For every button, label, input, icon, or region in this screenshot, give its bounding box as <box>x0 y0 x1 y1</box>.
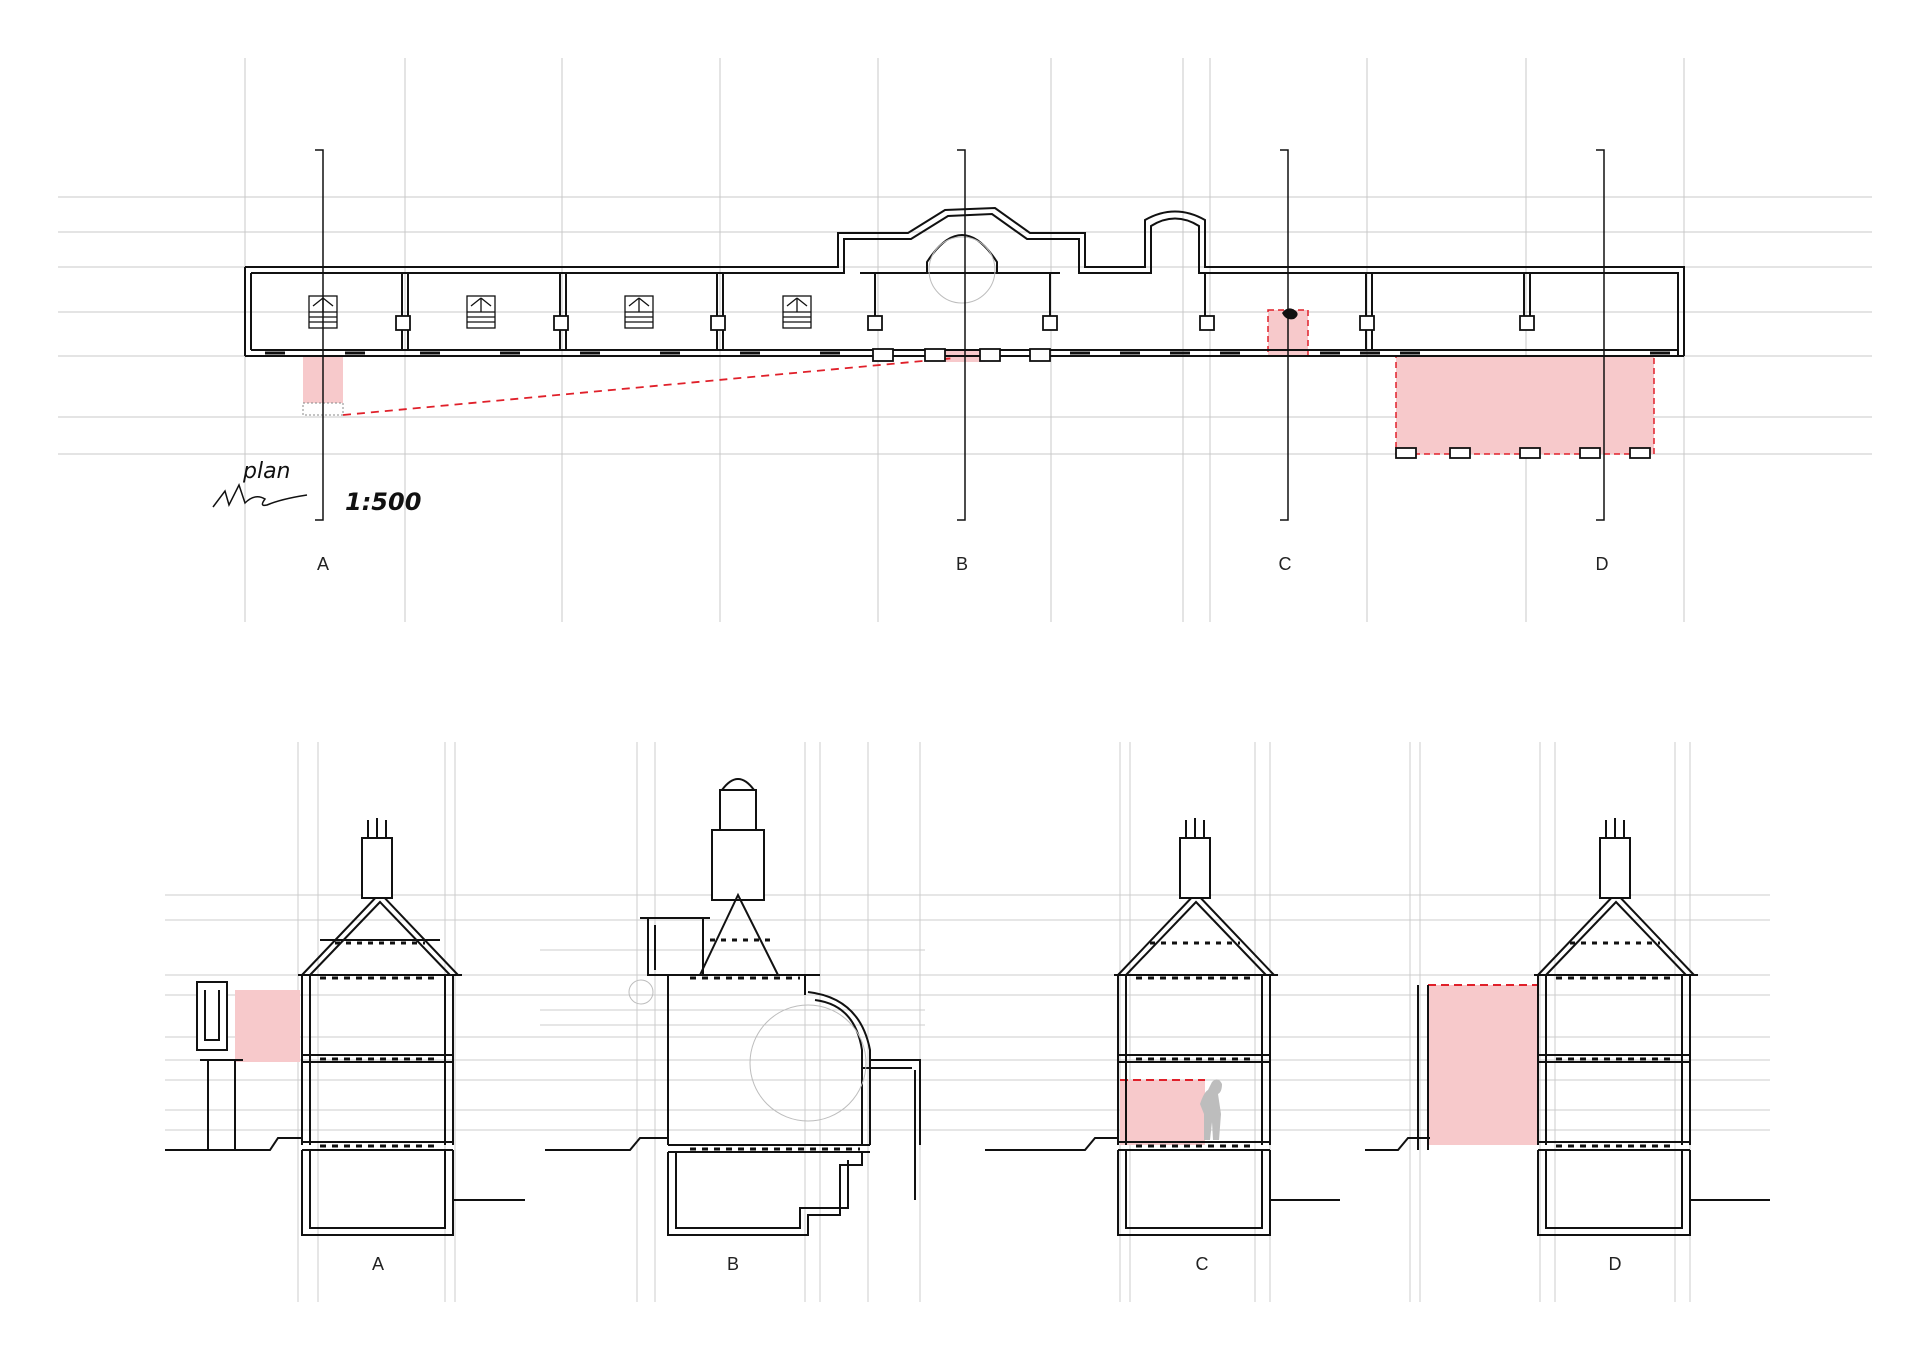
signature-scribble <box>212 483 308 508</box>
section-label-b: B <box>727 1254 739 1274</box>
section-highlights <box>235 984 1538 1145</box>
plan-cut-label-b: B <box>956 554 968 574</box>
section-c-highlight <box>1120 1080 1205 1145</box>
section-d-highlight <box>1428 985 1538 1145</box>
section-cut-lines <box>315 149 1605 521</box>
section-d <box>1365 818 1770 1236</box>
plan-title: plan <box>242 459 291 484</box>
section-label-a: A <box>372 1254 384 1274</box>
section-labels: A B C D <box>372 1254 1622 1274</box>
section-b-joists <box>690 938 860 1151</box>
apse-circle <box>928 236 996 304</box>
plan-scale: 1:500 <box>345 488 421 516</box>
plan-highlights <box>302 309 1655 455</box>
section-label-c: C <box>1196 1254 1209 1274</box>
section-b-small-circle <box>628 979 654 1005</box>
plan-cut-labels: A B C D <box>317 554 1609 574</box>
plan-cut-label-c: C <box>1279 554 1292 574</box>
section-a-highlight <box>235 990 300 1062</box>
section-a <box>165 818 525 1236</box>
section-b-dome-circle <box>749 1004 867 1122</box>
section-b <box>545 778 921 1236</box>
highlight-area-d <box>1395 355 1655 455</box>
section-c <box>985 818 1340 1236</box>
plan-cut-label-d: D <box>1596 554 1609 574</box>
human-figure <box>1200 1079 1222 1140</box>
plan-stairs <box>308 295 812 329</box>
dashed-link-line <box>342 357 956 416</box>
plan-marker-blob <box>1282 308 1298 320</box>
plan-piers <box>395 315 1651 459</box>
plan-cut-label-a: A <box>317 554 329 574</box>
section-c-joists <box>1136 941 1256 1148</box>
section-label-d: D <box>1609 1254 1622 1274</box>
section-d-joists <box>1556 941 1676 1148</box>
section-a-joists <box>320 941 440 1148</box>
